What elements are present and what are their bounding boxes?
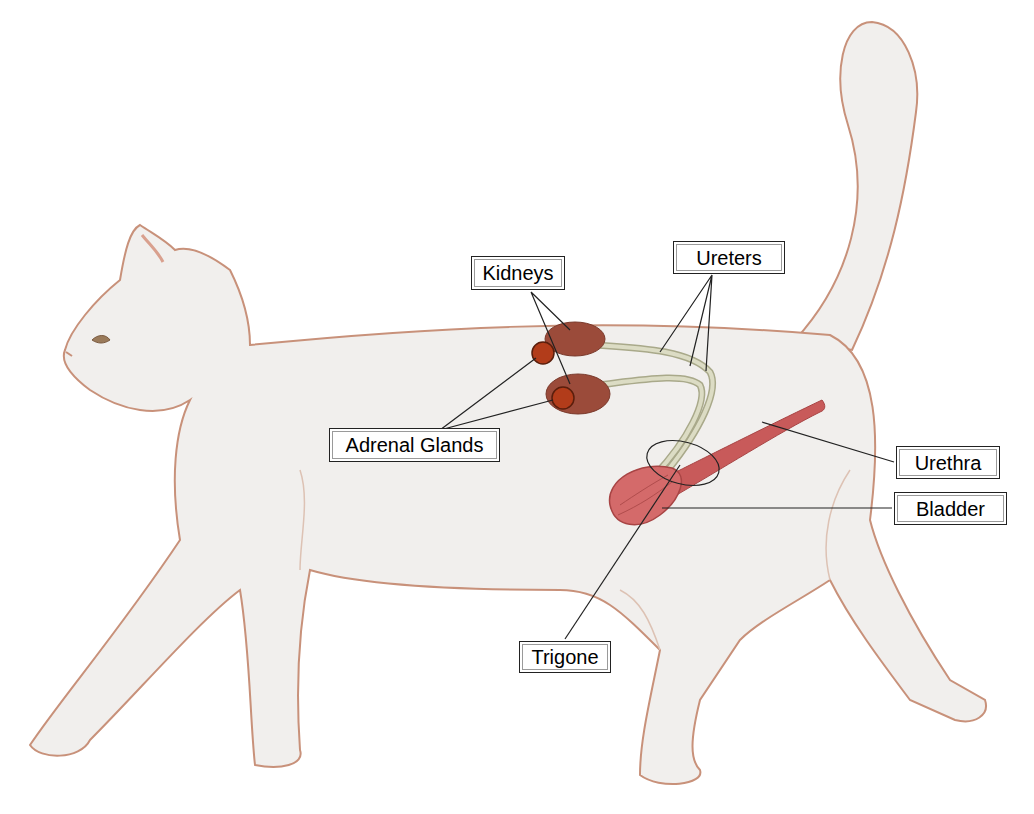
- adrenal-gland: [532, 342, 554, 364]
- label-box: Trigone: [519, 641, 611, 673]
- label-box: Bladder: [894, 492, 1007, 525]
- part-name: Kidneys: [482, 262, 553, 284]
- ureter: [595, 345, 713, 470]
- label-box: Urethra: [896, 446, 1000, 479]
- cat-tail: [795, 22, 917, 350]
- label-box: Kidneys: [471, 256, 565, 290]
- leader-lines: [440, 275, 894, 639]
- part-name: Ureters: [696, 247, 762, 269]
- ureter: [598, 378, 702, 475]
- label-box: Ureters: [673, 241, 785, 274]
- adrenal-gland: [552, 387, 574, 409]
- ureter: [595, 345, 713, 470]
- kidney: [546, 374, 610, 414]
- part-name: Adrenal Glands: [346, 434, 484, 456]
- label-box: Adrenal Glands: [329, 428, 500, 462]
- cat-ear-inner: [142, 235, 163, 262]
- part-name: Trigone: [531, 646, 598, 668]
- cat-eye: [92, 336, 110, 344]
- part-name: Urethra: [915, 452, 982, 474]
- part-name: Bladder: [916, 498, 985, 520]
- bladder-folds: [618, 475, 672, 515]
- bladder: [610, 466, 682, 524]
- trigone-outline: [642, 433, 724, 493]
- cat-body: [30, 225, 986, 784]
- ureter: [598, 378, 702, 475]
- cat-nose: [66, 352, 72, 356]
